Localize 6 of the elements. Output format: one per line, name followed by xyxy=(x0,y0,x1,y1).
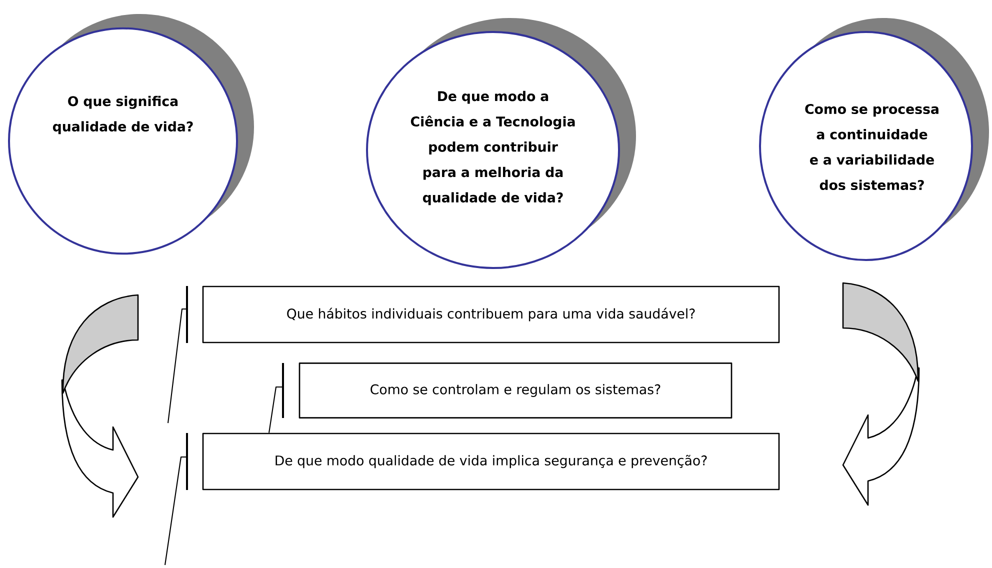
leader-line xyxy=(167,308,187,424)
question-box: Que hábitos individuais contribuem para uma vida saudável? xyxy=(186,286,780,344)
question-box: Como se controlam e regulam os sistemas? xyxy=(282,362,732,418)
question-box: De que modo qualidade de vida implica segurança e prevenção? xyxy=(186,432,780,490)
leader-line xyxy=(268,386,283,433)
leader-line xyxy=(164,456,187,566)
